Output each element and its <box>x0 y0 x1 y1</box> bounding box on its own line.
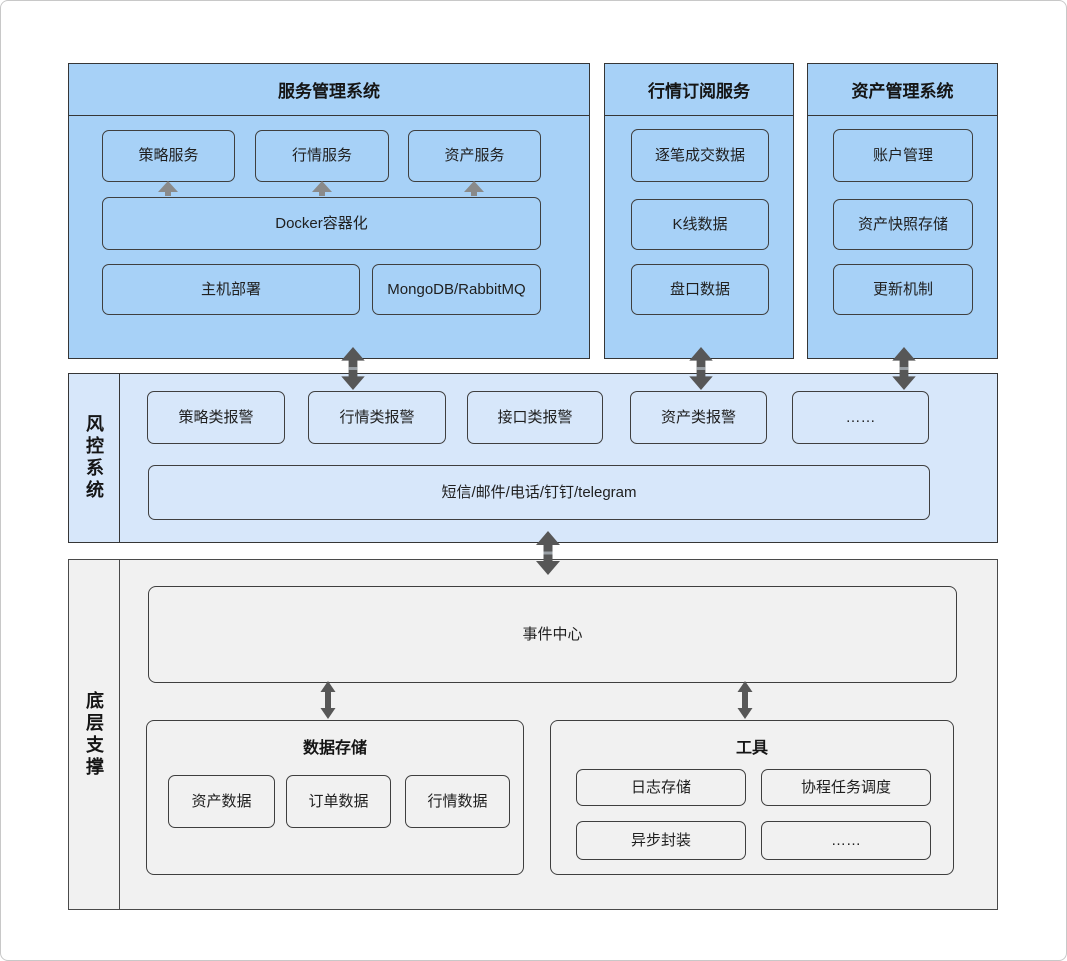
box-kline-data: K线数据 <box>631 199 769 250</box>
panel-market-subscription-title: 行情订阅服务 <box>605 64 793 116</box>
double-arrow-icon-asset-risk <box>891 347 917 390</box>
double-arrow-icon-service-risk <box>340 347 366 390</box>
box-order-data: 订单数据 <box>286 775 391 828</box>
risk-control-label-strip: 风控系统 <box>69 374 120 542</box>
panel-market-subscription: 行情订阅服务 逐笔成交数据 K线数据 盘口数据 <box>604 63 794 359</box>
box-tick-data: 逐笔成交数据 <box>631 129 769 182</box>
panel-underlying-support: 底层支撑 事件中心 数据存储 资产数据 订单数据 行情数据 工具 日志存储 协程… <box>68 559 998 910</box>
group-data-storage-title: 数据存储 <box>302 740 367 757</box>
double-arrow-icon-event-tools <box>737 681 753 719</box>
underlying-support-label: 底层支撑 <box>84 690 104 779</box>
box-update-mechanism: 更新机制 <box>833 264 973 315</box>
up-arrow-icon <box>311 181 333 196</box>
panel-asset-management-title: 资产管理系统 <box>808 64 997 116</box>
panel-risk-control: 风控系统 策略类报警 行情类报警 接口类报警 资产类报警 …… 短信/邮件/电话… <box>68 373 998 543</box>
box-host-deploy: 主机部署 <box>102 264 360 315</box>
box-event-center: 事件中心 <box>148 586 957 683</box>
box-market-service: 行情服务 <box>255 130 389 182</box>
box-notification-channels: 短信/邮件/电话/钉钉/telegram <box>148 465 930 520</box>
box-account-management: 账户管理 <box>833 129 973 182</box>
underlying-support-label-strip: 底层支撑 <box>69 560 120 909</box>
box-market-data: 行情数据 <box>405 775 510 828</box>
box-strategy-service: 策略服务 <box>102 130 235 182</box>
box-mongodb-rabbitmq: MongoDB/RabbitMQ <box>372 264 541 315</box>
box-asset-snapshot: 资产快照存储 <box>833 199 973 250</box>
group-tools-title: 工具 <box>735 740 768 757</box>
panel-asset-management: 资产管理系统 账户管理 资产快照存储 更新机制 <box>807 63 998 359</box>
up-arrow-icon <box>463 181 485 196</box>
box-log-storage: 日志存储 <box>576 769 746 806</box>
box-docker: Docker容器化 <box>102 197 541 250</box>
group-data-storage: 数据存储 资产数据 订单数据 行情数据 <box>146 720 524 875</box>
box-async-wrapper: 异步封装 <box>576 821 746 860</box>
panel-service-management: 服务管理系统 策略服务 行情服务 资产服务 Docker容器化 主机部署 Mon… <box>68 63 590 359</box>
up-arrow-icon <box>157 181 179 196</box>
box-asset-data: 资产数据 <box>168 775 275 828</box>
box-depth-data: 盘口数据 <box>631 264 769 315</box>
box-asset-service: 资产服务 <box>408 130 541 182</box>
group-tools: 工具 日志存储 协程任务调度 异步封装 …… <box>550 720 954 875</box>
box-interface-alarm: 接口类报警 <box>467 391 603 444</box>
box-market-alarm: 行情类报警 <box>308 391 446 444</box>
box-more-tools: …… <box>761 821 931 860</box>
box-strategy-alarm: 策略类报警 <box>147 391 285 444</box>
double-arrow-icon-risk-base <box>535 531 561 575</box>
box-asset-alarm: 资产类报警 <box>630 391 767 444</box>
panel-service-management-title: 服务管理系统 <box>69 64 589 116</box>
double-arrow-icon-event-storage <box>320 681 336 719</box>
box-more-alarms: …… <box>792 391 929 444</box>
double-arrow-icon-subscription-risk <box>688 347 714 390</box>
box-coroutine-scheduler: 协程任务调度 <box>761 769 931 806</box>
risk-control-label: 风控系统 <box>84 414 104 502</box>
